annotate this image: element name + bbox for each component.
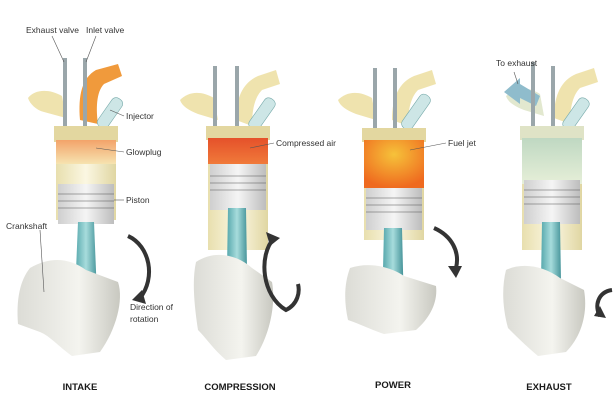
exhaust-valve-stem-e	[531, 62, 535, 128]
rotation-arrow-head-power	[448, 266, 462, 278]
charge-power	[364, 140, 424, 188]
piston-power	[366, 188, 422, 230]
label-direction-line2: rotation	[130, 314, 159, 324]
piston-exhaust	[524, 180, 580, 224]
stage-compression	[180, 66, 299, 360]
piston-intake	[58, 184, 114, 224]
piston-compression	[210, 164, 266, 210]
cylinder-head-compression	[206, 126, 270, 140]
stage-title-compression: COMPRESSION	[204, 382, 275, 393]
label-fuel-jet: Fuel jet	[448, 138, 477, 148]
stage-title-power: POWER	[375, 380, 411, 391]
stage-title-exhaust: EXHAUST	[526, 382, 572, 393]
rotation-arrow-power	[434, 228, 457, 268]
crankshaft-exhaust	[503, 266, 585, 356]
exhaust-valve-stem	[63, 58, 67, 128]
inlet-valve-stem	[83, 58, 87, 128]
label-direction-line1: Direction of	[130, 302, 174, 312]
inlet-valve-stem-p	[393, 68, 397, 128]
inlet-valve-stem-c	[235, 66, 239, 128]
stage-power	[338, 68, 462, 334]
exhaust-port-intake	[28, 91, 66, 118]
cylinder-head-exhaust	[520, 126, 584, 140]
exhaust-port-compression	[180, 93, 218, 120]
label-piston: Piston	[126, 195, 150, 205]
crankshaft-power	[345, 265, 436, 334]
label-glowplug: Glowplug	[126, 147, 162, 157]
label-injector: Injector	[126, 111, 154, 121]
label-exhaust-valve: Exhaust valve	[26, 25, 79, 35]
cylinder-head-power	[362, 128, 426, 142]
cylinder-head-intake	[54, 126, 118, 142]
exhaust-port-power	[338, 93, 376, 120]
charge-compression	[208, 138, 268, 164]
stage-title-intake: INTAKE	[63, 382, 98, 393]
charge-intake	[56, 140, 116, 164]
label-inlet-valve: Inlet valve	[86, 25, 125, 35]
charge-exhaust	[522, 138, 582, 184]
injector-body-intake	[95, 96, 124, 131]
exhaust-valve-stem-p	[373, 68, 377, 128]
rotation-arrow-intake	[128, 236, 149, 298]
crankshaft-intake	[18, 260, 120, 356]
label-to-exhaust: To exhaust	[496, 58, 538, 68]
stage-exhaust	[503, 62, 612, 356]
crankshaft-compression	[194, 255, 273, 360]
inlet-valve-stem-e	[551, 66, 555, 128]
exhaust-valve-stem-c	[213, 66, 217, 128]
label-compressed-air: Compressed air	[276, 138, 336, 148]
label-crankshaft: Crankshaft	[6, 221, 48, 231]
